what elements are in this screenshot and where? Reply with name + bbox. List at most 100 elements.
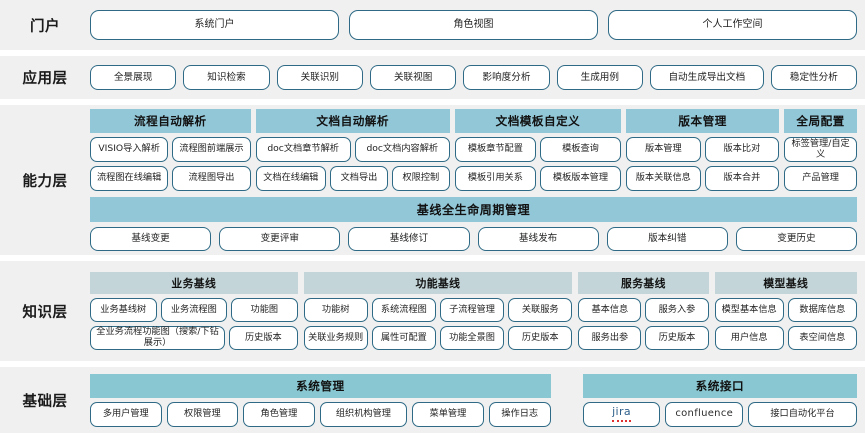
baseline-item[interactable]: 变更评审 bbox=[219, 227, 341, 251]
knowledge-group-3-row-2: 用户信息 表空间信息 bbox=[714, 326, 857, 350]
capability-item[interactable]: 流程图在线编辑 bbox=[90, 166, 169, 191]
capability-group-3-row-1: 版本管理 版本比对 bbox=[626, 137, 780, 162]
layer-body-application: 全景展现 知识检索 关联识别 关联视图 影响度分析 生成用例 自动生成导出文档 … bbox=[90, 59, 865, 96]
portal-item-1[interactable]: 角色视图 bbox=[349, 10, 598, 40]
knowledge-item[interactable]: 服务出参 bbox=[578, 326, 642, 350]
application-item-5[interactable]: 生成用例 bbox=[556, 65, 643, 90]
knowledge-item[interactable]: 历史版本 bbox=[508, 326, 573, 350]
capability-item[interactable]: 流程图前端展示 bbox=[172, 137, 251, 162]
capability-group-title-1: 文档自动解析 bbox=[255, 109, 450, 133]
capability-item[interactable]: 文档导出 bbox=[330, 166, 388, 191]
layer-body-portal: 系统门户 角色视图 个人工作空间 bbox=[90, 4, 865, 46]
layer-label-application: 应用层 bbox=[22, 71, 68, 87]
capability-item[interactable]: 模板引用关系 bbox=[454, 166, 536, 191]
application-item-4[interactable]: 影响度分析 bbox=[463, 65, 550, 90]
capability-group-1-row-1: doc文档章节解析 doc文档内容解析 bbox=[255, 137, 450, 162]
knowledge-item[interactable]: 历史版本 bbox=[229, 326, 298, 350]
foundation-item-jira[interactable]: jira bbox=[582, 401, 661, 427]
knowledge-item[interactable]: 系统流程图 bbox=[371, 298, 436, 322]
application-item-6[interactable]: 自动生成导出文档 bbox=[649, 65, 764, 90]
knowledge-groups: 业务基线 业务基线树 业务流程图 功能图 全业务流程功能图（搜索/下钻展示） 历… bbox=[90, 272, 857, 350]
capability-item[interactable]: 产品管理 bbox=[784, 166, 857, 191]
layer-body-knowledge: 业务基线 业务基线树 业务流程图 功能图 全业务流程功能图（搜索/下钻展示） 历… bbox=[90, 266, 865, 356]
knowledge-item[interactable]: 服务入参 bbox=[645, 298, 709, 322]
confluence-logo: confluence bbox=[675, 408, 734, 420]
knowledge-group-1-row-1: 功能树 系统流程图 子流程管理 关联服务 bbox=[303, 298, 573, 322]
layer-label-capability: 能力层 bbox=[22, 173, 68, 190]
capability-item[interactable]: 流程图导出 bbox=[172, 166, 251, 191]
layer-label-portal: 门户 bbox=[30, 18, 60, 35]
knowledge-item[interactable]: 属性可配置 bbox=[371, 326, 436, 350]
baseline-item[interactable]: 基线发布 bbox=[477, 227, 599, 251]
application-item-1[interactable]: 知识检索 bbox=[183, 65, 270, 90]
foundation-group-1-row: jira confluence 接口自动化平台 bbox=[582, 401, 857, 427]
layer-portal: 门户 系统门户 角色视图 个人工作空间 bbox=[0, 0, 865, 50]
knowledge-item[interactable]: 业务基线树 bbox=[90, 298, 157, 322]
knowledge-group-title-0: 业务基线 bbox=[90, 272, 298, 294]
foundation-item[interactable]: 权限管理 bbox=[166, 401, 239, 427]
knowledge-group-title-1: 功能基线 bbox=[303, 272, 573, 294]
capability-item[interactable]: doc文档内容解析 bbox=[354, 137, 450, 162]
capability-item[interactable]: 版本比对 bbox=[704, 137, 780, 162]
capability-group-4-row-2: 产品管理 bbox=[784, 166, 857, 191]
knowledge-item[interactable]: 功能全景图 bbox=[439, 326, 505, 350]
capability-item[interactable]: 标签管理/自定义 bbox=[784, 137, 857, 162]
baseline-lifecycle-title: 基线全生命周期管理 bbox=[90, 197, 857, 222]
application-item-7[interactable]: 稳定性分析 bbox=[770, 65, 858, 90]
knowledge-group-2-row-2: 服务出参 历史版本 bbox=[578, 326, 709, 350]
capability-item[interactable]: 权限控制 bbox=[391, 166, 450, 191]
foundation-item[interactable]: 组织机构管理 bbox=[319, 401, 408, 427]
knowledge-item[interactable]: 业务流程图 bbox=[160, 298, 228, 322]
capability-group-title-4: 全局配置 bbox=[784, 109, 857, 133]
knowledge-item[interactable]: 全业务流程功能图（搜索/下钻展示） bbox=[90, 326, 226, 350]
capability-item[interactable]: VISIO导入解析 bbox=[90, 137, 169, 162]
foundation-item[interactable]: 角色管理 bbox=[243, 401, 315, 427]
baseline-item[interactable]: 版本纠错 bbox=[606, 227, 728, 251]
capability-group-2: 文档模板自定义 模板章节配置 模板查询 模板引用关系 模板版本管理 bbox=[454, 109, 622, 191]
capability-item[interactable]: 版本合并 bbox=[704, 166, 780, 191]
capability-group-4: 全局配置 标签管理/自定义 产品管理 bbox=[784, 109, 857, 191]
knowledge-item[interactable]: 关联服务 bbox=[508, 298, 573, 322]
foundation-group-title-0: 系统管理 bbox=[90, 373, 551, 398]
application-item-3[interactable]: 关联视图 bbox=[369, 65, 457, 90]
knowledge-group-title-2: 服务基线 bbox=[578, 272, 709, 294]
foundation-group-system-management: 系统管理 多用户管理 权限管理 角色管理 组织机构管理 菜单管理 操作日志 bbox=[90, 373, 551, 427]
capability-item[interactable]: 文档在线编辑 bbox=[255, 166, 326, 191]
baseline-item[interactable]: 变更历史 bbox=[735, 227, 858, 251]
knowledge-item[interactable]: 历史版本 bbox=[645, 326, 709, 350]
knowledge-item[interactable]: 模型基本信息 bbox=[714, 298, 784, 322]
knowledge-item[interactable]: 功能图 bbox=[231, 298, 298, 322]
foundation-item[interactable]: 操作日志 bbox=[488, 401, 551, 427]
knowledge-item[interactable]: 基本信息 bbox=[578, 298, 642, 322]
knowledge-item[interactable]: 表空间信息 bbox=[787, 326, 857, 350]
capability-group-2-row-1: 模板章节配置 模板查询 bbox=[454, 137, 622, 162]
portal-item-0[interactable]: 系统门户 bbox=[90, 10, 339, 40]
application-item-2[interactable]: 关联识别 bbox=[276, 65, 363, 90]
capability-item[interactable]: doc文档章节解析 bbox=[255, 137, 351, 162]
portal-item-2[interactable]: 个人工作空间 bbox=[608, 10, 857, 40]
capability-item[interactable]: 模板查询 bbox=[539, 137, 622, 162]
knowledge-item[interactable]: 子流程管理 bbox=[439, 298, 505, 322]
knowledge-item[interactable]: 关联业务规则 bbox=[303, 326, 368, 350]
baseline-item[interactable]: 基线变更 bbox=[90, 227, 212, 251]
application-item-0[interactable]: 全景展现 bbox=[90, 65, 177, 90]
knowledge-item[interactable]: 用户信息 bbox=[714, 326, 784, 350]
foundation-item-confluence[interactable]: confluence bbox=[665, 401, 744, 427]
foundation-item-api-platform[interactable]: 接口自动化平台 bbox=[748, 401, 857, 427]
capability-item[interactable]: 版本管理 bbox=[626, 137, 701, 162]
knowledge-item[interactable]: 数据库信息 bbox=[787, 298, 857, 322]
capability-group-4-row-1: 标签管理/自定义 bbox=[784, 137, 857, 162]
layer-foundation: 基础层 系统管理 多用户管理 权限管理 角色管理 组织机构管理 菜单管理 操作日… bbox=[0, 367, 865, 433]
capability-item[interactable]: 模板章节配置 bbox=[454, 137, 536, 162]
foundation-item[interactable]: 多用户管理 bbox=[90, 401, 162, 427]
capability-item[interactable]: 模板版本管理 bbox=[539, 166, 622, 191]
capability-group-3: 版本管理 版本管理 版本比对 版本关联信息 版本合并 bbox=[626, 109, 780, 191]
baseline-item[interactable]: 基线修订 bbox=[348, 227, 470, 251]
foundation-item[interactable]: 菜单管理 bbox=[412, 401, 484, 427]
layer-label-knowledge: 知识层 bbox=[22, 304, 68, 321]
jira-logo: jira bbox=[612, 405, 632, 422]
capability-item[interactable]: 版本关联信息 bbox=[626, 166, 701, 191]
layer-capability: 能力层 流程自动解析 VISIO导入解析 流程图前端展示 流程图在线编辑 流程图… bbox=[0, 105, 865, 255]
knowledge-item[interactable]: 功能树 bbox=[303, 298, 368, 322]
